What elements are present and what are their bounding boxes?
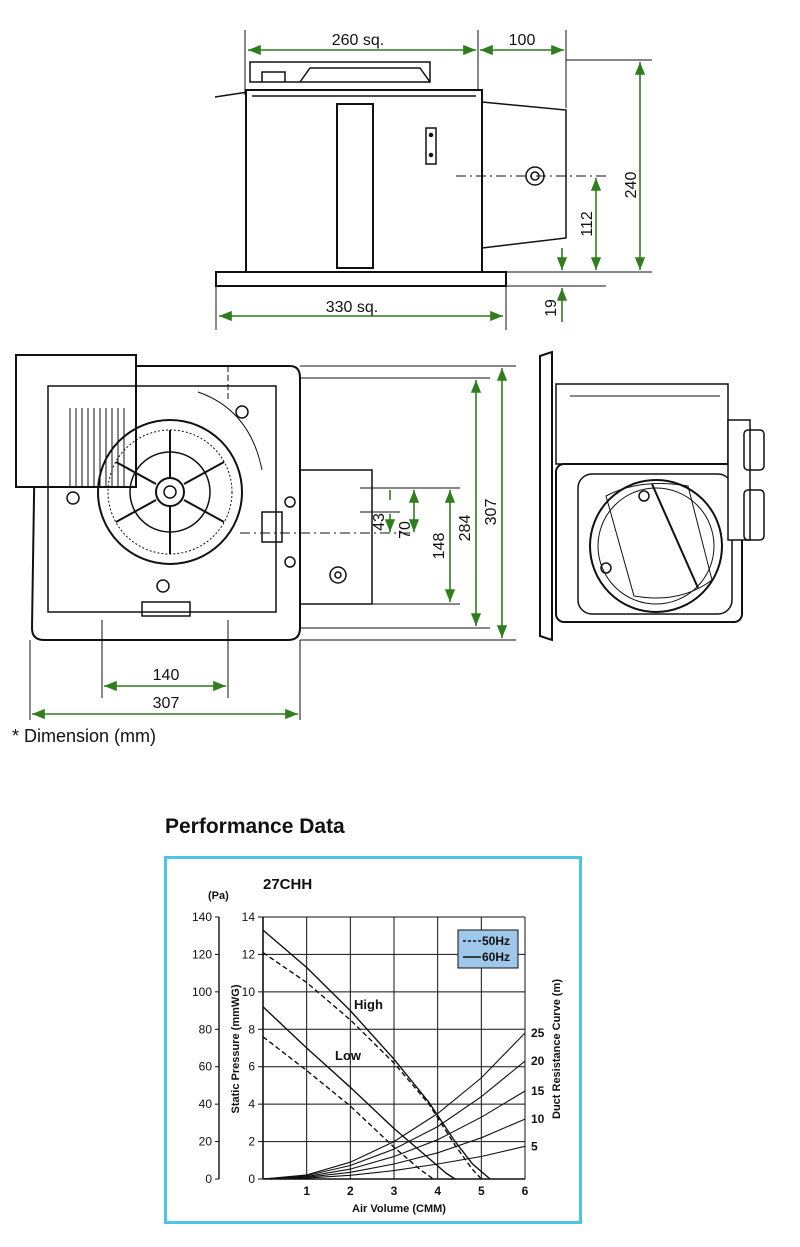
- dim-70: 70: [397, 521, 414, 539]
- dimension-unit-note: * Dimension (mm): [12, 726, 157, 746]
- dim-43: 43: [371, 513, 388, 531]
- front-view: [15, 354, 516, 720]
- x-tick-label: 1: [303, 1184, 310, 1198]
- mm-tick-label: 10: [242, 985, 256, 999]
- x-tick-label: 3: [391, 1184, 398, 1198]
- dimension-drawings: 260 sq. 100 240 112 19 330 sq.: [15, 30, 765, 720]
- duct-curve-20: [262, 1060, 526, 1180]
- dim-112: 112: [579, 211, 596, 237]
- pa-tick-label: 140: [192, 910, 212, 924]
- duct-curve-15: [262, 1090, 526, 1180]
- duct-curve-10: [262, 1118, 526, 1180]
- side-elevation-dimensions: [219, 44, 646, 322]
- mm-tick-label: 12: [242, 947, 256, 961]
- pa-tick-label: 0: [205, 1172, 212, 1186]
- duct-resistance-curves: [262, 1032, 526, 1180]
- y-axis-label: Static Pressure (mmWG): [230, 984, 242, 1113]
- x-tick-label: 4: [434, 1184, 441, 1198]
- performance-heading: Performance Data: [165, 815, 345, 838]
- x-tick-label: 2: [347, 1184, 354, 1198]
- pa-tick-label: 20: [199, 1135, 213, 1149]
- mm-axis: 0 2 4 6 8 10 12 14: [242, 910, 263, 1186]
- duct-curve-label: 5: [531, 1139, 538, 1153]
- dim-19: 19: [543, 299, 560, 317]
- pa-tick-label: 40: [199, 1097, 213, 1111]
- annotation-high: High: [354, 997, 383, 1012]
- dim-330: 330 sq.: [326, 299, 378, 316]
- fan-curve-low-50hz: [262, 1036, 434, 1180]
- dim-240: 240: [623, 172, 640, 199]
- dim-100: 100: [509, 32, 536, 49]
- dim-260: 260 sq.: [332, 32, 384, 49]
- duct-curve-label: 20: [531, 1054, 545, 1068]
- duct-curve-labels: 25 20 15 10 5: [531, 1026, 545, 1153]
- dim-307-horizontal: 307: [153, 695, 180, 712]
- dim-148: 148: [431, 533, 448, 560]
- side-elevation-view: [214, 30, 652, 330]
- x-tick-label: 6: [522, 1184, 529, 1198]
- dim-140: 140: [153, 667, 180, 684]
- pa-tick-label: 80: [199, 1022, 213, 1036]
- pa-axis: 0 20 40 60 80 100 120 140: [192, 910, 220, 1186]
- pa-tick-label: 60: [199, 1060, 213, 1074]
- duct-curve-25: [262, 1032, 526, 1180]
- fan-curves: [262, 929, 491, 1180]
- dim-307-vertical: 307: [483, 499, 500, 526]
- legend-60hz-label: 60Hz: [482, 950, 510, 964]
- duct-curve-5: [262, 1145, 526, 1180]
- fan-curve-high-60hz: [262, 929, 491, 1180]
- chart-title: 27CHH: [263, 876, 312, 893]
- fan-curve-high-50hz: [262, 952, 482, 1180]
- dim-284: 284: [457, 515, 474, 542]
- front-view-dimensions: [31, 368, 508, 720]
- mm-tick-label: 0: [248, 1172, 255, 1186]
- duct-curve-label: 15: [531, 1084, 545, 1098]
- annotation-low: Low: [335, 1048, 362, 1063]
- chart-legend: 50Hz 60Hz: [457, 929, 519, 969]
- side-view: [539, 350, 765, 642]
- mm-tick-label: 6: [248, 1060, 255, 1074]
- mm-tick-label: 2: [248, 1135, 255, 1149]
- x-axis-label: Air Volume (CMM): [352, 1203, 446, 1215]
- duct-curve-label: 10: [531, 1112, 545, 1126]
- fan-curve-low-60hz: [262, 1006, 456, 1180]
- pa-tick-label: 100: [192, 985, 212, 999]
- legend-50hz-label: 50Hz: [482, 934, 510, 948]
- x-tick-label: 5: [478, 1184, 485, 1198]
- mm-tick-label: 4: [248, 1097, 255, 1111]
- pa-tick-label: 120: [192, 947, 212, 961]
- y2-axis-label: Duct Resistance Curve (m): [551, 979, 563, 1119]
- x-axis: 1 2 3 4 5 6: [303, 1184, 528, 1198]
- pa-unit-label: (Pa): [208, 890, 229, 902]
- duct-curve-label: 25: [531, 1026, 545, 1040]
- mm-tick-label: 8: [248, 1022, 255, 1036]
- mm-tick-label: 14: [242, 910, 256, 924]
